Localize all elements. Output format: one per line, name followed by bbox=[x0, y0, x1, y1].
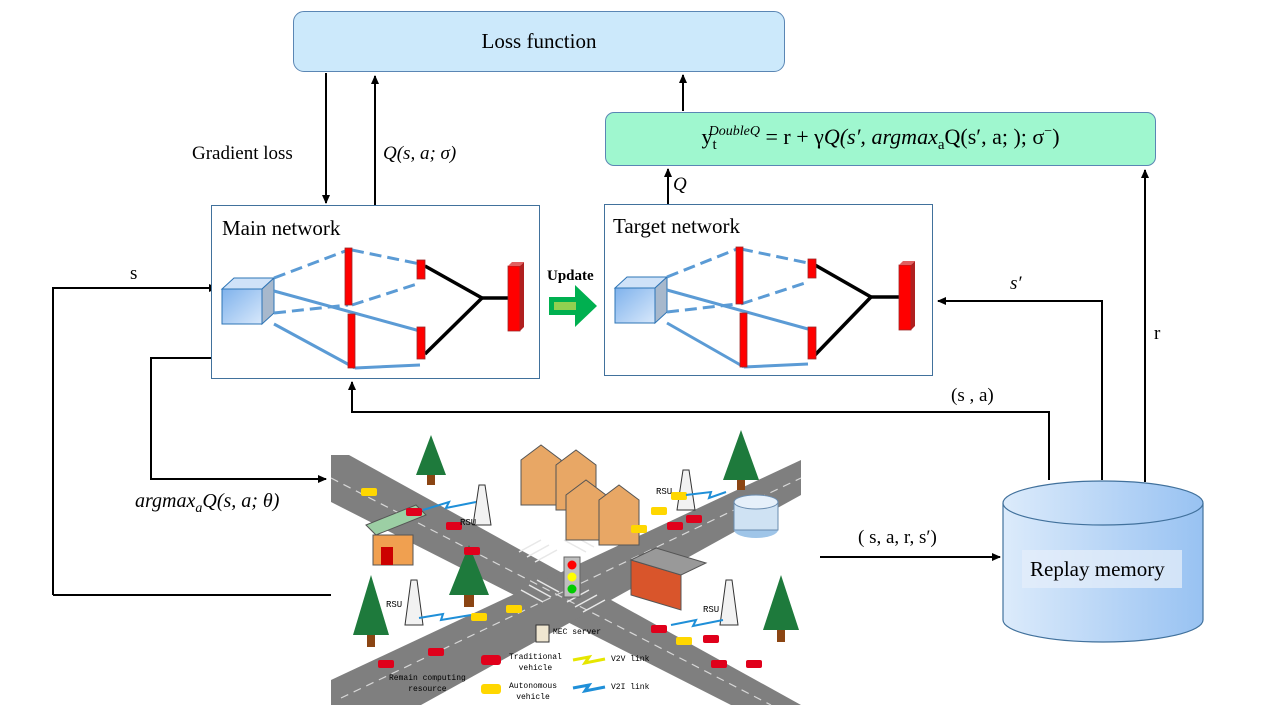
s-prime-arrow bbox=[937, 297, 1103, 480]
hidden-layer-1a bbox=[344, 247, 353, 306]
loss-function-label: Loss function bbox=[481, 29, 597, 53]
gradient-loss-label: Gradient loss bbox=[192, 143, 293, 164]
rsu-label: RSU bbox=[460, 518, 477, 528]
update-arrow-icon bbox=[549, 285, 597, 327]
legend-v2i-link-label: V2I link bbox=[611, 683, 650, 692]
restaurant-icon bbox=[629, 547, 708, 611]
tree-icon bbox=[416, 435, 446, 485]
s-prime-label: s′ bbox=[1010, 273, 1022, 294]
hidden-layer-2b bbox=[416, 326, 426, 360]
output-layer bbox=[507, 262, 524, 332]
target-network-title: Target network bbox=[613, 214, 741, 238]
houses-icon bbox=[520, 444, 640, 546]
hidden-layer-1a bbox=[735, 246, 744, 305]
hidden-layer-1b bbox=[739, 312, 748, 368]
q-main-label: Q(s, a; σ) bbox=[383, 143, 457, 164]
hidden-layer-2a bbox=[807, 258, 817, 279]
vehicles bbox=[361, 488, 762, 668]
replay-memory-label: Replay memory bbox=[1030, 557, 1165, 581]
input-cube-icon bbox=[220, 276, 276, 326]
state-input-line bbox=[52, 284, 218, 595]
action-argmax-arrow bbox=[150, 357, 327, 483]
output-layer bbox=[898, 261, 915, 331]
connections bbox=[273, 248, 421, 370]
input-cube-icon bbox=[613, 275, 669, 325]
state-label: s bbox=[130, 263, 138, 284]
hidden-layer-2b bbox=[807, 326, 817, 360]
legend-mec-server-icon bbox=[535, 624, 550, 643]
hidden-layer-1b bbox=[347, 313, 356, 369]
target-network-box: Target network bbox=[604, 204, 933, 376]
tree-icon bbox=[353, 575, 389, 647]
main-network-box: Main network bbox=[211, 205, 540, 379]
target-equation: ytDoubleQ = r + γQ(s′, argmaxaQ(s′, a; )… bbox=[701, 124, 1060, 153]
office-building-icon bbox=[733, 494, 779, 538]
v2i-links bbox=[418, 490, 727, 628]
rsu-label: RSU bbox=[703, 605, 720, 615]
state-action-label: (s , a) bbox=[951, 385, 994, 406]
legend-v2v-link-icon bbox=[572, 654, 606, 666]
q-target-label: Q bbox=[673, 174, 687, 195]
main-network-diagram bbox=[220, 247, 524, 370]
transition-label: ( s, a, r, s′) bbox=[858, 527, 937, 548]
target-equation-box: ytDoubleQ = r + γQ(s′, argmaxaQ(s′, a; )… bbox=[605, 112, 1156, 166]
tree-icon bbox=[723, 430, 759, 490]
legend-v2i-link-icon bbox=[572, 682, 606, 694]
hidden-layer-2a bbox=[416, 259, 426, 280]
replay-memory-cylinder bbox=[1002, 480, 1204, 643]
main-network-title: Main network bbox=[222, 216, 341, 240]
legend-v2v-link-label: V2V link bbox=[611, 655, 650, 664]
action-argmax-label: argmaxaQ(s, a; θ) bbox=[135, 490, 280, 516]
rsu-tower-icon bbox=[404, 469, 739, 626]
update-label: Update bbox=[547, 268, 594, 284]
traffic-light-icon bbox=[563, 556, 581, 598]
rsu-label: RSU bbox=[656, 487, 673, 497]
loss-function-box: Loss function bbox=[293, 11, 785, 72]
environment-scene bbox=[331, 430, 802, 706]
reward-label: r bbox=[1154, 323, 1161, 344]
legend-traditional-vehicle-icon bbox=[481, 655, 501, 665]
tree-icon bbox=[449, 545, 489, 607]
rsu-label: RSU bbox=[386, 600, 403, 610]
tree-icon bbox=[763, 575, 799, 642]
legend-mec-server-label: MEC server bbox=[553, 628, 602, 637]
target-network-diagram bbox=[613, 246, 915, 369]
legend-autonomous-vehicle-icon bbox=[481, 684, 501, 694]
state-action-arrow bbox=[348, 381, 1050, 480]
